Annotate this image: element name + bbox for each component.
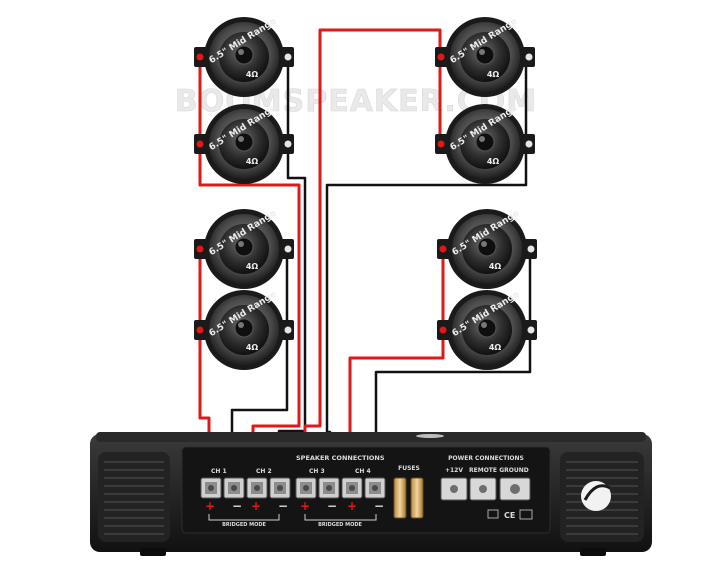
positive-terminal-icon xyxy=(196,140,204,148)
channel-labels: CH 1 CH 2 CH 3 CH 4 xyxy=(211,468,371,475)
speaker-terminal xyxy=(200,477,222,499)
channel-label: CH 2 xyxy=(256,468,272,475)
speaker-terminal xyxy=(364,477,386,499)
negative-terminal-icon xyxy=(527,326,535,334)
amp-top-lip xyxy=(96,432,646,442)
speaker-terminal xyxy=(269,477,291,499)
power-label: +12V xyxy=(445,467,463,474)
speaker-impedance-label: 4Ω xyxy=(489,262,502,271)
svg-text:+: + xyxy=(251,499,261,513)
power-label: GROUND xyxy=(499,467,529,474)
speaker-terminal xyxy=(246,477,268,499)
power-label: REMOTE xyxy=(469,467,497,474)
svg-text:−: − xyxy=(278,499,288,513)
negative-terminal-icon xyxy=(284,326,292,334)
svg-text:+: + xyxy=(300,499,310,513)
amp-glint xyxy=(416,434,444,438)
speaker-impedance-label: 4Ω xyxy=(246,70,259,79)
speaker-impedance-label: 4Ω xyxy=(489,343,502,352)
positive-terminal-icon xyxy=(437,140,445,148)
heatsink-left xyxy=(98,452,170,542)
positive-terminal-icon xyxy=(196,326,204,334)
bridged-mode-left: BRIDGED MODE xyxy=(208,514,280,528)
positive-terminal-icon xyxy=(437,53,445,61)
speaker-terminal xyxy=(223,477,245,499)
brand-logo-icon xyxy=(581,481,611,511)
channel-label: CH 1 xyxy=(211,468,227,475)
speaker-connections-title: SPEAKER CONNECTIONS xyxy=(296,454,385,462)
negative-terminal-icon xyxy=(525,53,533,61)
svg-text:−: − xyxy=(327,499,337,513)
speaker-terminal xyxy=(341,477,363,499)
negative-terminal-icon xyxy=(284,53,292,61)
speaker-terminal xyxy=(318,477,340,499)
heatsink-right xyxy=(560,452,644,542)
negative-terminal-icon xyxy=(284,140,292,148)
certification-marks: CE xyxy=(487,509,533,520)
negative-terminal-icon xyxy=(527,245,535,253)
power-terminal-labels: +12V REMOTE GROUND xyxy=(445,467,529,474)
negative-terminal-icon xyxy=(525,140,533,148)
bridged-mode-label: BRIDGED MODE xyxy=(222,522,266,528)
speaker-impedance-label: 4Ω xyxy=(487,157,500,166)
positive-terminal-icon xyxy=(196,53,204,61)
bridged-mode-right: BRIDGED MODE xyxy=(304,514,377,528)
bridged-mode-label: BRIDGED MODE xyxy=(318,522,362,528)
speaker-terminal-block xyxy=(200,477,386,499)
speaker-terminal xyxy=(295,477,317,499)
negative-terminal-icon xyxy=(284,245,292,253)
speaker-impedance-label: 4Ω xyxy=(487,70,500,79)
amplifier: SPEAKER CONNECTIONS CH 1 CH 2 CH 3 CH 4 … xyxy=(90,432,652,556)
speaker-impedance-label: 4Ω xyxy=(246,262,259,271)
positive-terminal-icon xyxy=(196,245,204,253)
power-connections-title: POWER CONNECTIONS xyxy=(448,455,524,462)
speaker-impedance-label: 4Ω xyxy=(246,343,259,352)
ce-mark: CE xyxy=(504,511,515,520)
positive-terminal-icon xyxy=(439,326,447,334)
polarity-marks: + − + − + − + − xyxy=(205,499,384,513)
speaker-impedance-label: 4Ω xyxy=(246,157,259,166)
positive-terminal-icon xyxy=(439,245,447,253)
channel-label: CH 4 xyxy=(355,468,371,475)
channel-label: CH 3 xyxy=(309,468,325,475)
svg-text:−: − xyxy=(374,499,384,513)
fuses xyxy=(393,477,424,519)
svg-text:−: − xyxy=(232,499,242,513)
svg-text:+: + xyxy=(205,499,215,513)
svg-text:+: + xyxy=(347,499,357,513)
power-terminals xyxy=(440,477,531,501)
fuses-label: FUSES xyxy=(398,465,420,472)
